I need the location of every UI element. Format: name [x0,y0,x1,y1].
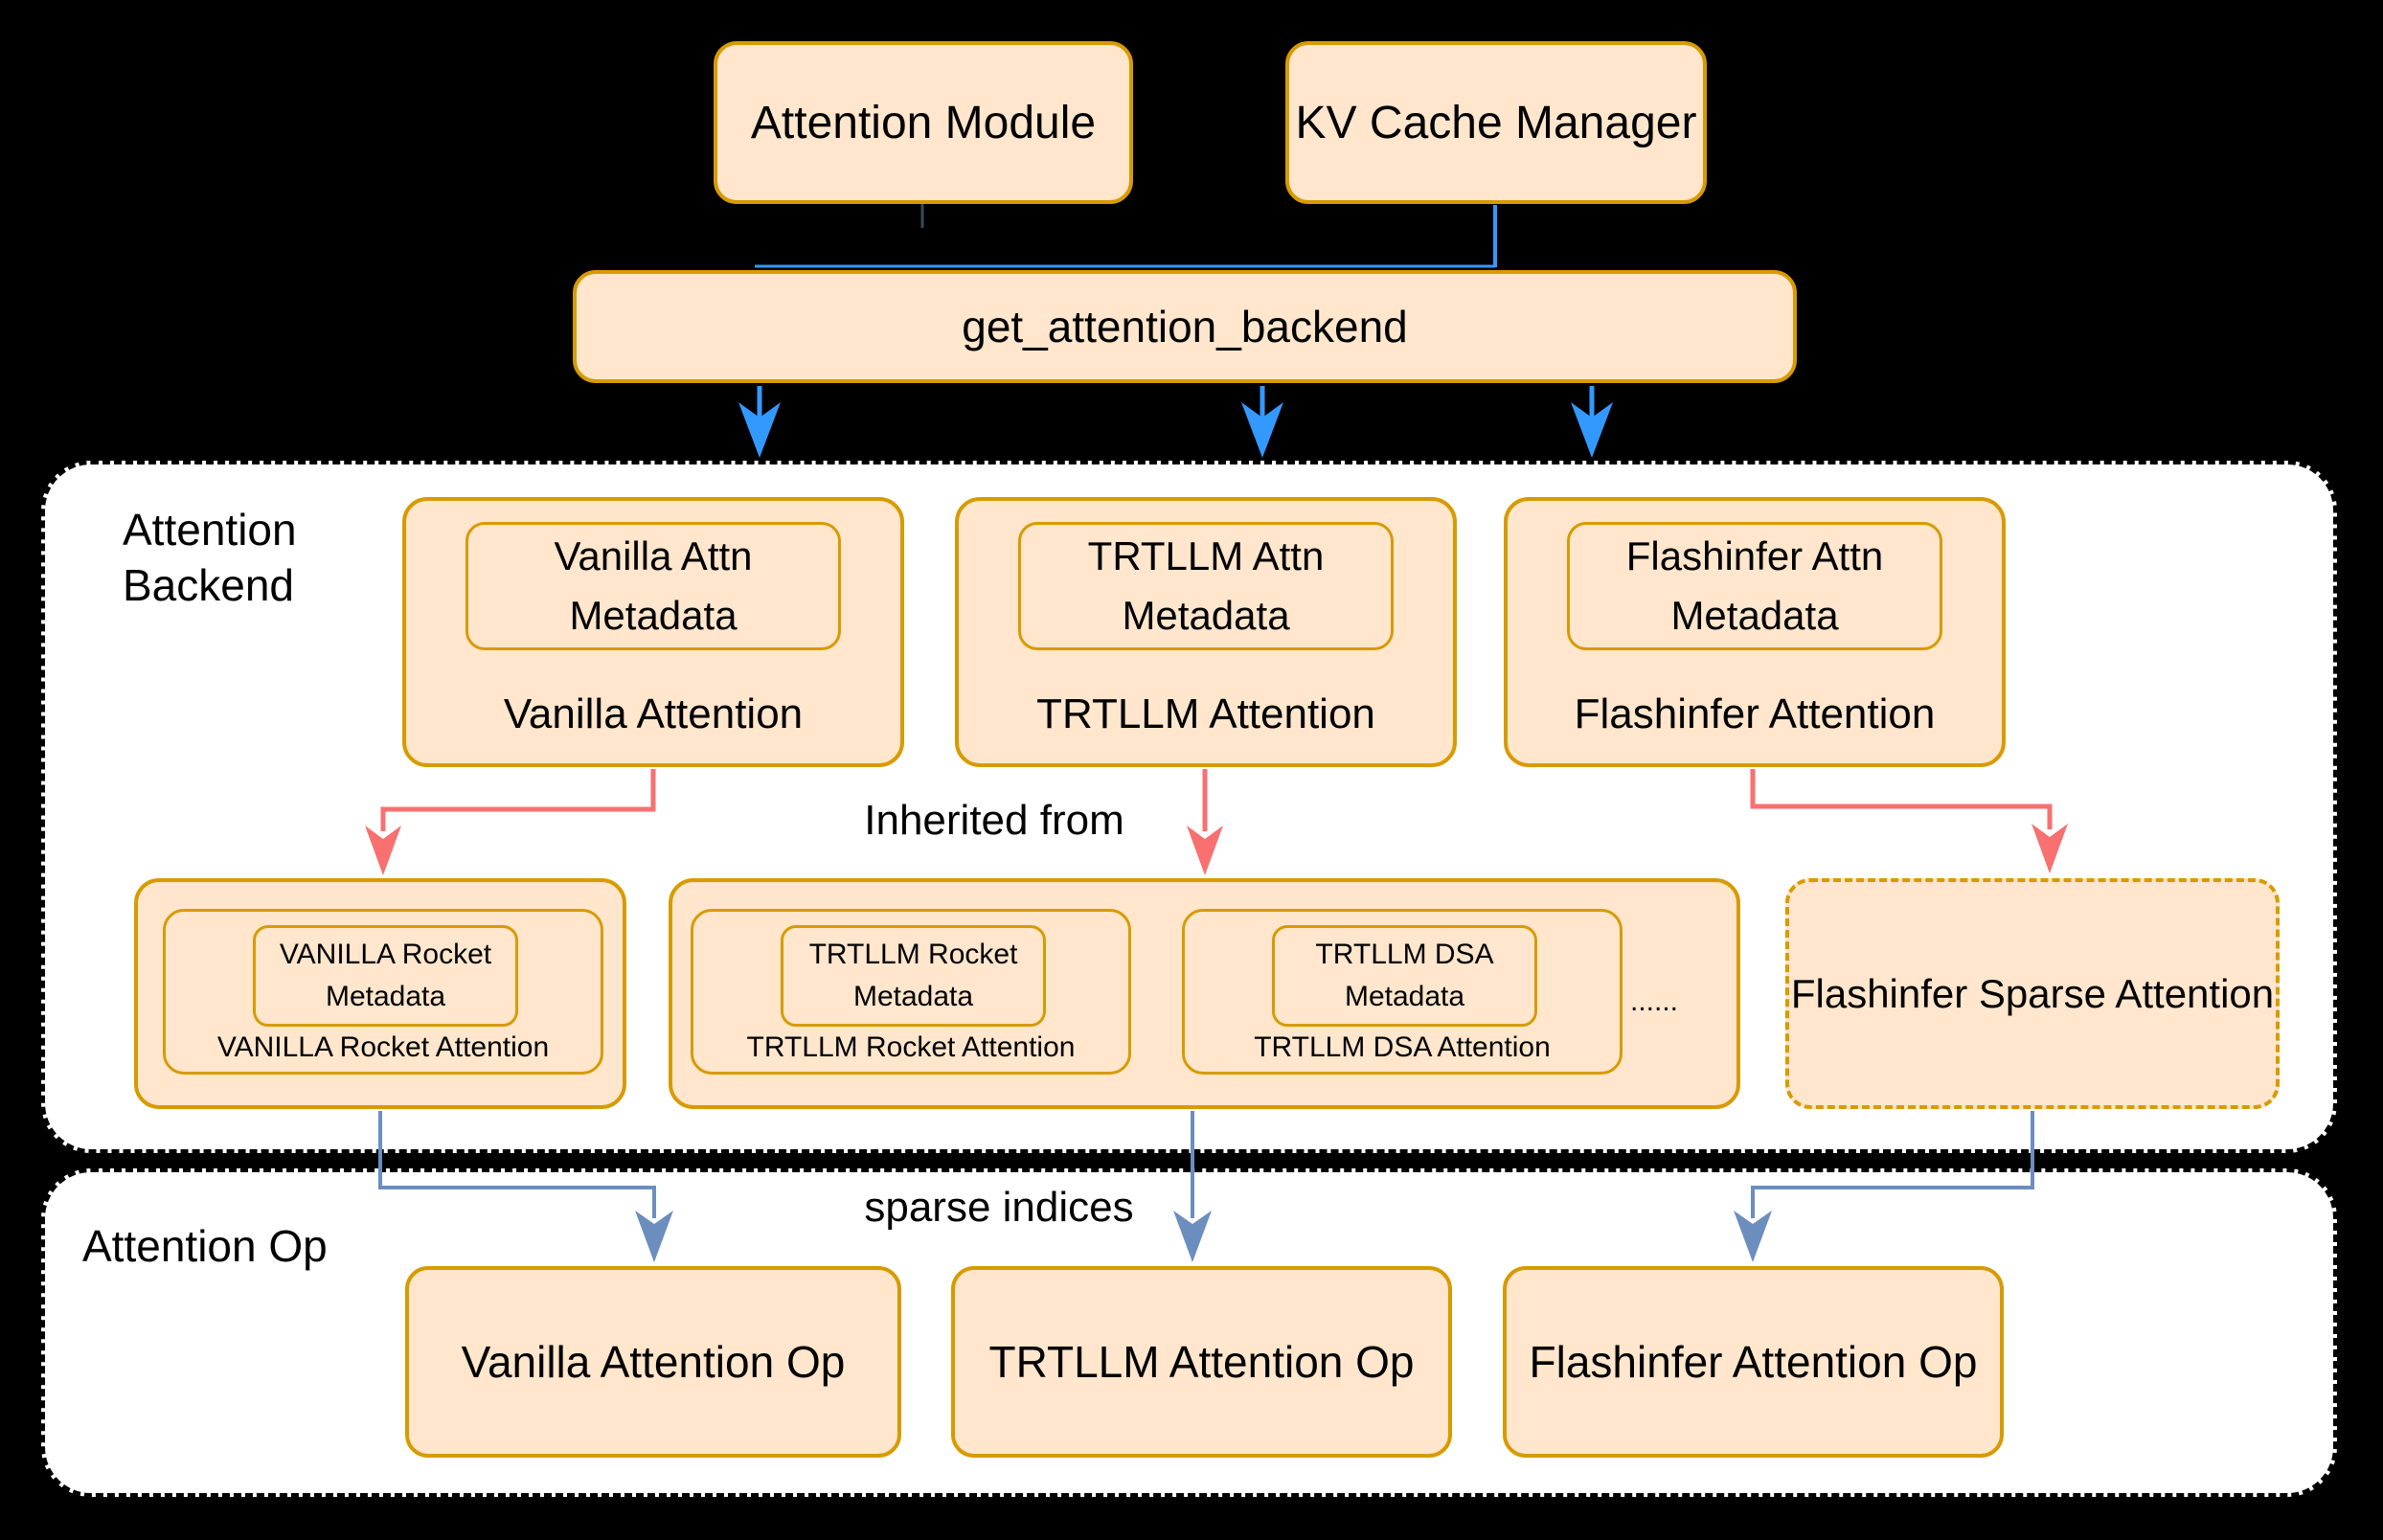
vanilla-attn-metadata-node: Vanilla Attn Metadata [465,522,841,650]
trtllm-attn-metadata-line1: TRTLLM Attn [1087,533,1325,578]
trtllm-dsa-attention-label: TRTLLM DSA Attention [1254,1031,1551,1063]
trtllm-rocket-metadata-line1: TRTLLM Rocket [808,938,1018,970]
flashinfer-sparse-attention-label: Flashinfer Sparse Attention [1790,970,2275,1016]
vanilla-attention-op-label: Vanilla Attention Op [461,1337,846,1387]
trtllm-rocket-metadata-line2: Metadata [852,981,974,1013]
vanilla-rocket-metadata-line1: VANILLA Rocket [279,938,492,970]
inherited-from-label: Inherited from [864,797,1124,844]
trtllm-attn-metadata-line2: Metadata [1122,593,1290,638]
flashinfer-attn-metadata-line1: Flashinfer Attn [1625,533,1884,578]
vanilla-rocket-attention-label: VANILLA Rocket Attention [216,1031,550,1063]
flashinfer-attention-label: Flashinfer Attention [1574,691,1936,737]
vanilla-rocket-attention-node: VANILLA Rocket Metadata VANILLA Rocket A… [163,909,603,1075]
trtllm-attention-label: TRTLLM Attention [1036,691,1375,737]
trtllm-dsa-metadata-line1: TRTLLM DSA [1315,938,1494,970]
trtllm-attn-metadata-node: TRTLLM Attn Metadata [1018,522,1394,650]
trtllm-dsa-attention-node: TRTLLM DSA Metadata TRTLLM DSA Attention [1182,909,1623,1075]
trtllm-attention-op-label: TRTLLM Attention Op [988,1337,1415,1387]
vanilla-attention-label: Vanilla Attention [503,691,804,737]
vanilla-attn-metadata-line1: Vanilla Attn [554,533,753,578]
flashinfer-attention-node: Flashinfer Attn Metadata Flashinfer Atte… [1504,497,2006,767]
trtllm-attention-op-node: TRTLLM Attention Op [951,1266,1452,1458]
vanilla-rocket-metadata-line2: Metadata [325,981,446,1013]
vanilla-attn-metadata-line2: Metadata [569,593,738,638]
kv-cache-manager-label: KV Cache Manager [1295,97,1697,148]
backend-panel-title-line2: Backend [123,560,295,610]
trtllm-dsa-metadata-node: TRTLLM DSA Metadata [1272,925,1537,1027]
trtllm-dsa-metadata-line2: Metadata [1344,981,1465,1013]
vanilla-rocket-group: VANILLA Rocket Metadata VANILLA Rocket A… [134,878,626,1109]
get-attention-backend-label: get_attention_backend [962,302,1408,351]
get-attention-backend-node: get_attention_backend [573,270,1797,383]
vanilla-rocket-metadata-node: VANILLA Rocket Metadata [253,925,518,1027]
backend-panel-title-line1: Attention [123,505,297,555]
attention-module-label: Attention Module [750,97,1097,148]
flashinfer-attention-op-node: Flashinfer Attention Op [1503,1266,2004,1458]
flashinfer-attn-metadata-node: Flashinfer Attn Metadata [1567,522,1942,650]
attention-module-node: Attention Module [714,41,1133,204]
trtllm-rocket-attention-label: TRTLLM Rocket Attention [746,1031,1076,1063]
vanilla-attention-op-node: Vanilla Attention Op [405,1266,901,1458]
flashinfer-attention-op-label: Flashinfer Attention Op [1529,1337,1978,1387]
trtllm-rocket-metadata-node: TRTLLM Rocket Metadata [781,925,1046,1027]
trtllm-derived-group: TRTLLM Rocket Metadata TRTLLM Rocket Att… [669,878,1740,1109]
trtllm-rocket-attention-node: TRTLLM Rocket Metadata TRTLLM Rocket Att… [691,909,1131,1075]
flashinfer-attn-metadata-line2: Metadata [1670,593,1839,638]
backend-panel-title: Attention Backend [123,502,297,613]
op-panel-title: Attention Op [82,1221,328,1271]
sparse-indices-label: sparse indices [864,1184,1134,1231]
flashinfer-sparse-attention-node: Flashinfer Sparse Attention [1785,878,2280,1109]
kv-cache-manager-node: KV Cache Manager [1285,41,1707,204]
kv-cache-connector-line [755,205,1497,268]
vanilla-attention-node: Vanilla Attn Metadata Vanilla Attention [402,497,904,767]
more-backends-ellipsis: ...... [1630,985,1679,1017]
get-backend-arrows [738,386,1613,458]
trtllm-attention-node: TRTLLM Attn Metadata TRTLLM Attention [955,497,1457,767]
